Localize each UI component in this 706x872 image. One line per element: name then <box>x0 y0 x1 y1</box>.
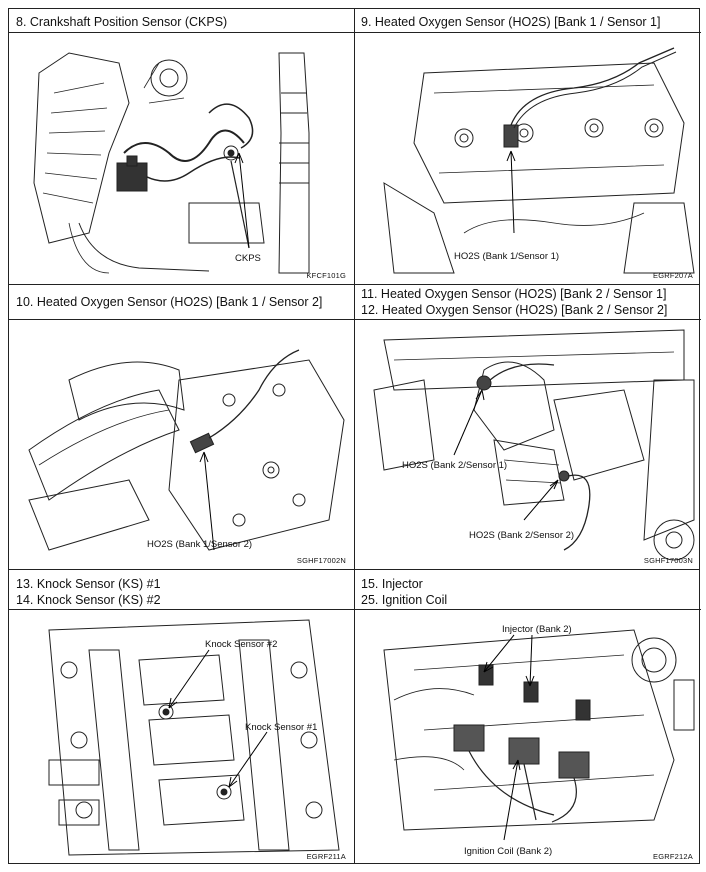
knock-sensor-2-label: Knock Sensor #2 <box>205 639 277 650</box>
panel-title-1: 13. Knock Sensor (KS) #1 <box>16 577 161 591</box>
panel-header: 11. Heated Oxygen Sensor (HO2S) [Bank 2 … <box>354 284 701 320</box>
panel-header: 13. Knock Sensor (KS) #1 14. Knock Senso… <box>9 569 354 610</box>
figure-code: EGRF212A <box>653 852 693 861</box>
panel-title-2: 25. Ignition Coil <box>361 593 448 607</box>
panel-injector-ignition-coil: 15. Injector 25. Ignition Coil <box>354 569 701 865</box>
panel-title-2: 14. Knock Sensor (KS) #2 <box>16 593 161 607</box>
panel-title-1: 11. Heated Oxygen Sensor (HO2S) [Bank 2 … <box>361 287 667 301</box>
knock-sensor-illustration: Knock Sensor #2 Knock Sensor #1 EGRF211A <box>9 610 354 865</box>
panel-ho2s-bank1-sensor1: 9. Heated Oxygen Sensor (HO2S) [Bank 1 /… <box>354 9 701 284</box>
panel-title: 9. Heated Oxygen Sensor (HO2S) [Bank 1 /… <box>361 15 661 29</box>
panel-header: 15. Injector 25. Ignition Coil <box>354 569 701 610</box>
injector-label: Injector (Bank 2) <box>502 624 572 635</box>
panel-title: 10. Heated Oxygen Sensor (HO2S) [Bank 1 … <box>16 295 323 309</box>
ho2s-bank1-sensor1-illustration: HO2S (Bank 1/Sensor 1) EGRF207A <box>354 33 701 284</box>
ho2s-bank1-sensor2-illustration: HO2S (Bank 1/Sensor 2) SGHF17002N <box>9 320 354 569</box>
panel-title-1: 15. Injector <box>361 577 423 591</box>
ho2s-bank2-illustration: HO2S (Bank 2/Sensor 1) HO2S (Bank 2/Sens… <box>354 320 701 569</box>
ho2s-label: HO2S (Bank 1/Sensor 1) <box>454 251 559 262</box>
ckps-illustration: CKPS KFCF101G <box>9 33 354 284</box>
panel-title-2: 12. Heated Oxygen Sensor (HO2S) [Bank 2 … <box>361 303 668 317</box>
figure-code: EGRF207A <box>653 271 693 280</box>
injector-coil-illustration: Injector (Bank 2) Ignition Coil (Bank 2)… <box>354 610 701 865</box>
panel-header: 9. Heated Oxygen Sensor (HO2S) [Bank 1 /… <box>354 9 701 33</box>
ignition-coil-label: Ignition Coil (Bank 2) <box>464 846 552 857</box>
panel-ckps: 8. Crankshaft Position Sensor (CKPS) <box>9 9 354 284</box>
ho2s-label-2: HO2S (Bank 2/Sensor 2) <box>469 530 574 541</box>
panel-knock-sensor: 13. Knock Sensor (KS) #1 14. Knock Senso… <box>9 569 354 865</box>
panel-ho2s-bank1-sensor2: 10. Heated Oxygen Sensor (HO2S) [Bank 1 … <box>9 284 354 569</box>
panel-header: 10. Heated Oxygen Sensor (HO2S) [Bank 1 … <box>9 284 354 320</box>
column-divider <box>354 9 355 863</box>
row-divider-1 <box>9 284 699 285</box>
figure-code: KFCF101G <box>306 271 346 280</box>
component-location-grid: 8. Crankshaft Position Sensor (CKPS) <box>8 8 701 865</box>
ho2s-label: HO2S (Bank 1/Sensor 2) <box>147 539 252 550</box>
knock-sensor-1-label: Knock Sensor #1 <box>245 722 317 733</box>
ho2s-label-1: HO2S (Bank 2/Sensor 1) <box>402 460 507 471</box>
panel-ho2s-bank2: 11. Heated Oxygen Sensor (HO2S) [Bank 2 … <box>354 284 701 569</box>
figure-code: SGHF17003N <box>643 556 693 565</box>
panel-title: 8. Crankshaft Position Sensor (CKPS) <box>16 15 228 29</box>
row-divider-2 <box>9 569 699 570</box>
ckps-label: CKPS <box>235 253 261 264</box>
figure-code: EGRF211A <box>306 852 346 861</box>
panel-header: 8. Crankshaft Position Sensor (CKPS) <box>9 9 354 33</box>
figure-code: SGHF17002N <box>296 556 346 565</box>
